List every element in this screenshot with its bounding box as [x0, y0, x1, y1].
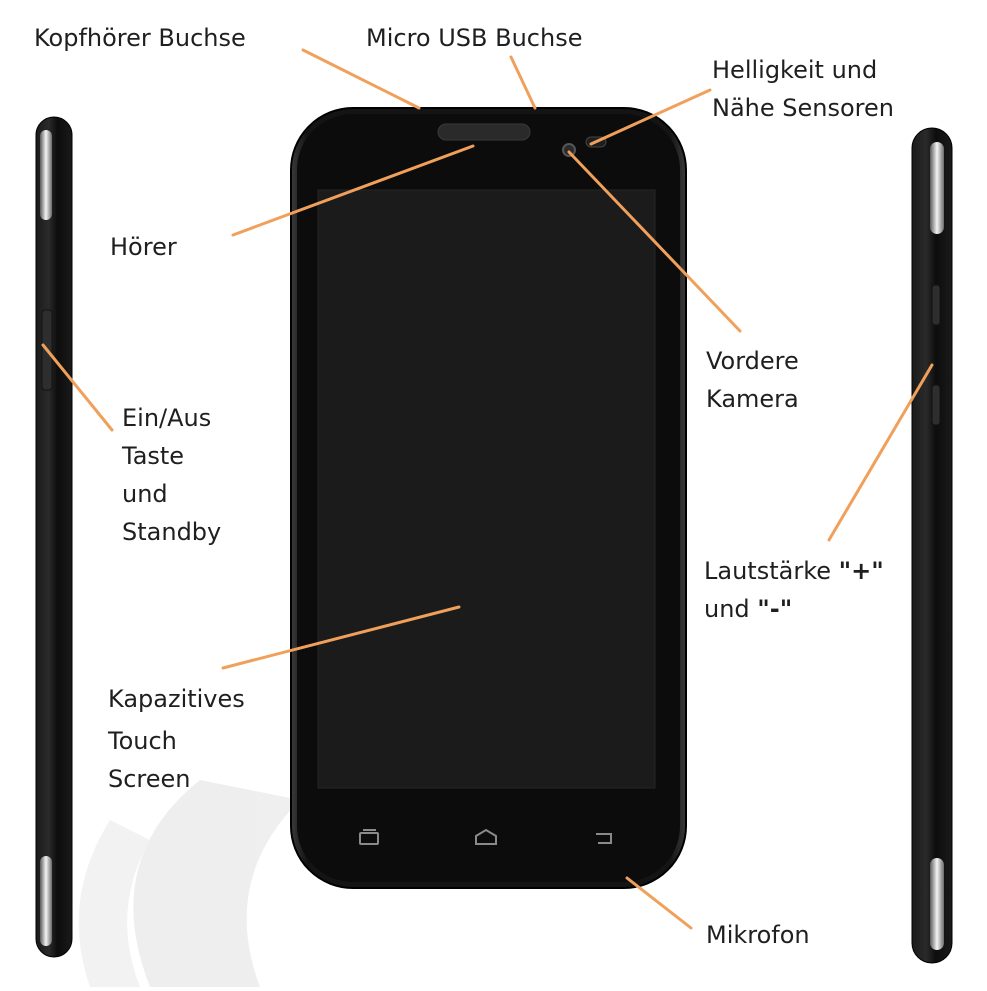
watermark — [78, 780, 300, 987]
leader-kamera — [567, 150, 742, 333]
leader-helligkeit — [589, 88, 712, 146]
leader-lautstaerke — [827, 363, 934, 542]
leader-micro-usb — [509, 55, 537, 110]
label-lautstaerke: Lautstärke "+" und "-" — [704, 552, 884, 628]
label-kopfhoerer-buchse: Kopfhörer Buchse — [34, 24, 246, 52]
label-helligkeit-line1: Helligkeit und — [712, 56, 878, 84]
phone-front — [290, 107, 687, 889]
earpiece — [437, 123, 531, 141]
label-kamera-line2: Kamera — [706, 385, 799, 413]
phone-left-side — [35, 116, 73, 958]
label-ein-aus-line1: Ein/Aus — [122, 404, 212, 432]
label-lautstaerke-word: Lautstärke — [704, 557, 839, 585]
label-kapazitives-touch-screen: Kapazitives Touch Screen — [108, 680, 245, 798]
touch-screen — [317, 189, 656, 789]
menu-icon — [359, 829, 379, 845]
label-plus: "+" — [838, 557, 884, 585]
label-micro-usb-buchse: Micro USB Buchse — [366, 24, 583, 52]
volume-down-button — [931, 384, 941, 426]
label-helligkeit-line2: Nähe Sensoren — [712, 94, 894, 122]
leader-touchscreen — [221, 605, 461, 670]
leader-ein-aus — [41, 343, 114, 432]
label-ein-aus-taste: Ein/Aus Taste und Standby — [122, 399, 221, 551]
label-touch-line3: Screen — [108, 765, 191, 793]
front-camera — [562, 143, 576, 157]
label-hoerer: Hörer — [110, 233, 177, 261]
label-und: und — [704, 595, 758, 623]
label-helligkeit-sensoren: Helligkeit und Nähe Sensoren — [712, 51, 894, 127]
home-icon — [475, 828, 497, 845]
label-vordere-kamera: Vordere Kamera — [706, 342, 799, 418]
leader-lines — [41, 48, 934, 930]
back-icon — [596, 833, 612, 844]
volume-up-button — [931, 284, 941, 326]
leader-mikrofon — [625, 876, 693, 930]
label-lautstaerke-line2: und "-" — [704, 590, 884, 628]
label-ein-aus-line2: Taste — [122, 442, 185, 470]
label-ein-aus-line4: Standby — [122, 518, 222, 546]
leader-kopfhoerer — [301, 48, 421, 110]
label-mikrofon: Mikrofon — [706, 921, 810, 949]
label-minus: "-" — [757, 595, 793, 623]
label-ein-aus-line3: und — [122, 480, 168, 508]
label-lautstaerke-line1: Lautstärke "+" — [704, 552, 884, 590]
label-kamera-line1: Vordere — [706, 347, 799, 375]
label-touch-line1: Kapazitives — [108, 685, 245, 713]
label-touch-line2: Touch — [108, 727, 177, 755]
leader-hoerer — [231, 144, 475, 237]
phone-right-side — [911, 127, 953, 964]
